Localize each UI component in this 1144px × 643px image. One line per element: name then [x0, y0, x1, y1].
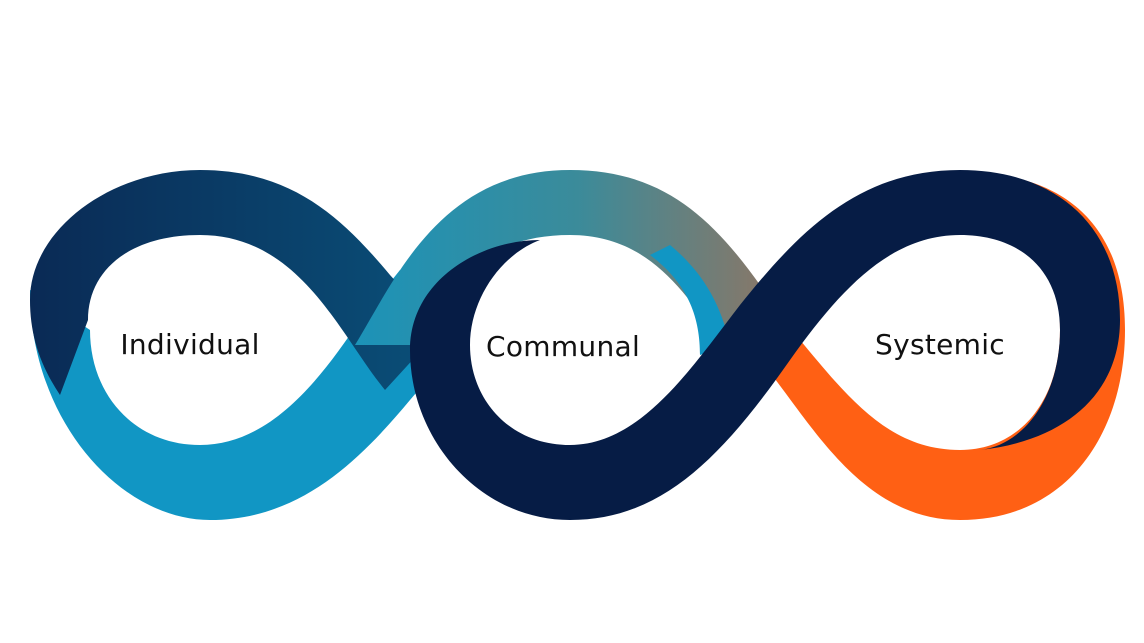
- middle-loop-top-band: [355, 170, 760, 345]
- left-loop-top-band: [30, 170, 440, 395]
- middle-right-navy-band: [410, 170, 1120, 520]
- individual-label: Individual: [120, 328, 259, 361]
- communal-label: Communal: [486, 330, 640, 363]
- systemic-label: Systemic: [875, 328, 1005, 361]
- middle-loop-right-sliver: [650, 245, 730, 355]
